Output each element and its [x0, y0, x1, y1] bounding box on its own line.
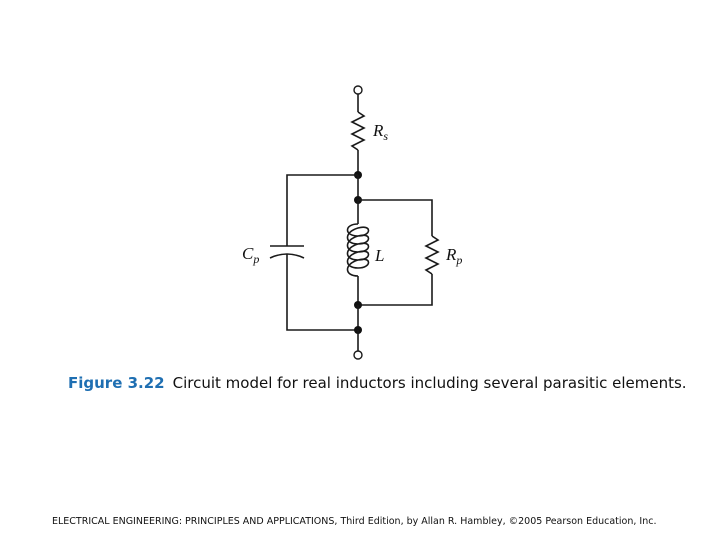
cp-label: Cp [242, 244, 259, 266]
bottom-terminal-icon [353, 350, 363, 360]
figure-caption-text: Circuit model for real inductors includi… [172, 374, 687, 392]
resistor-rp-icon [424, 235, 440, 275]
rp-label: Rp [445, 245, 462, 267]
rs-label: Rs [372, 121, 388, 143]
rp-branch-bottom-wire [358, 274, 433, 306]
figure-number: Figure 3.22 [68, 374, 165, 392]
rp-branch-top-wire [358, 199, 433, 236]
figure-caption: Figure 3.22 Circuit model for real induct… [68, 374, 687, 392]
cp-branch-top-wire [286, 174, 358, 246]
top-terminal-icon [353, 85, 363, 95]
l-label: L [374, 246, 384, 265]
resistor-rs-icon [350, 111, 366, 151]
cp-branch-bottom-wire [286, 254, 358, 331]
inductor-l-icon [346, 223, 370, 277]
copyright-footer: ELECTRICAL ENGINEERING: PRINCIPLES AND A… [52, 516, 657, 527]
